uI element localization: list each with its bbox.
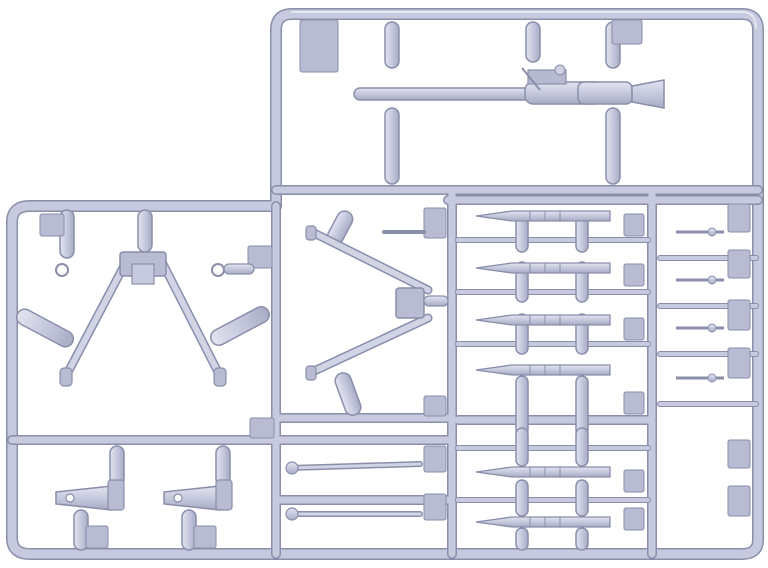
small-rod-part xyxy=(676,373,724,383)
small-rod-part xyxy=(676,323,724,333)
gate-blocks xyxy=(39,19,751,549)
rocket-part xyxy=(475,210,611,222)
runner-grid xyxy=(7,185,763,559)
small-rod-part xyxy=(676,227,724,237)
rocket-part xyxy=(475,262,611,274)
tripod-left-part xyxy=(55,251,255,387)
clamp-right xyxy=(163,479,233,511)
rocket-part xyxy=(475,314,611,326)
rocket-part xyxy=(475,466,611,478)
small-rod-part xyxy=(676,275,724,285)
rocket-part xyxy=(475,364,611,376)
rocket-part xyxy=(475,516,611,528)
sprue-frame xyxy=(6,8,764,560)
rod-parts xyxy=(285,461,423,521)
small-rod-parts xyxy=(676,227,724,383)
clamp-parts xyxy=(55,479,233,511)
clamp-left xyxy=(55,479,125,511)
tripod-center-part xyxy=(305,225,449,381)
sprue-tabs xyxy=(15,21,621,551)
rocket-parts xyxy=(475,210,611,528)
gun-barrel-part xyxy=(353,64,665,109)
